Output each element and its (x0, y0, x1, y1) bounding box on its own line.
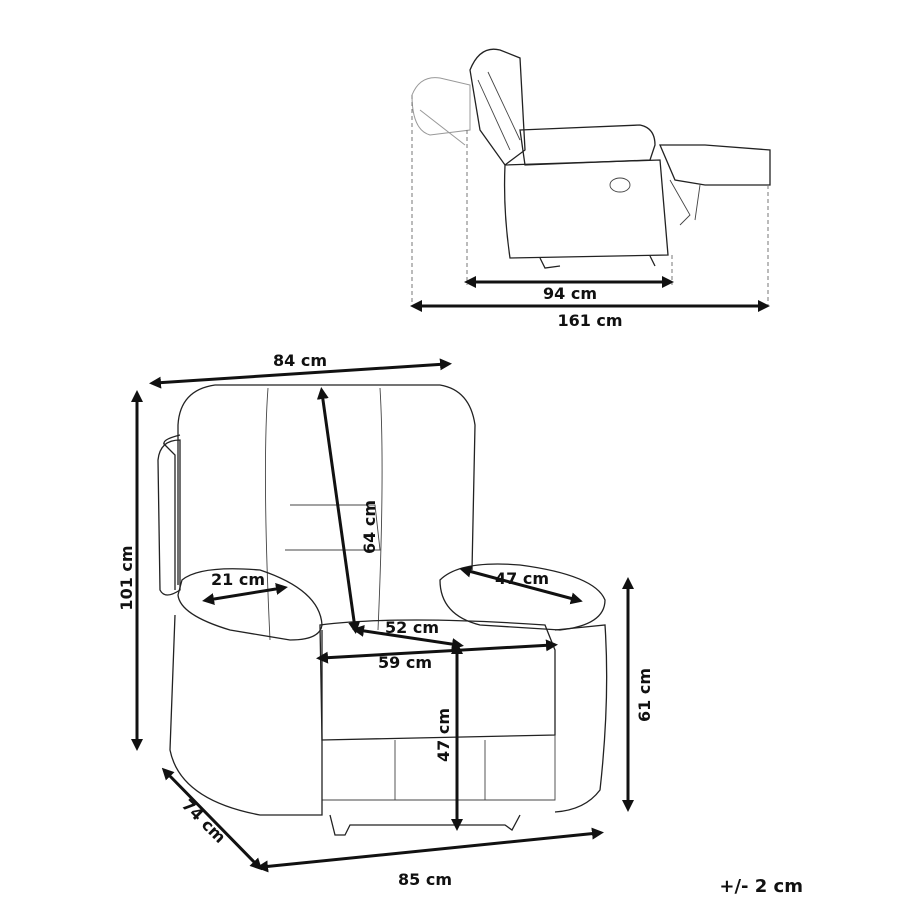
backrest-height-arrow (316, 387, 361, 634)
armrest-width-arrow (202, 583, 288, 605)
armrest-width-label: 21 cm (211, 570, 265, 589)
seat-width-label: 59 cm (378, 653, 432, 672)
backrest-height-label: 64 cm (360, 500, 379, 554)
seat-width-arrow (316, 639, 558, 664)
depth-upright-label: 94 cm (543, 284, 597, 303)
seat-height-label: 47 cm (434, 708, 453, 762)
tolerance-label: +/- 2 cm (719, 876, 803, 897)
width-base-label: 85 cm (398, 870, 452, 889)
armrest-height-label: 61 cm (635, 668, 654, 722)
width-base-arrow (256, 827, 604, 873)
depth-base-arrow (161, 767, 263, 871)
armrest-depth-arrow (459, 565, 583, 605)
armrest-depth-label: 47 cm (495, 569, 549, 588)
seat-depth-label: 52 cm (385, 618, 439, 637)
depth-reclined-label: 161 cm (557, 311, 622, 330)
width-top-arrow (149, 358, 452, 389)
depth-base-label: 74 cm (178, 795, 230, 847)
height-total-label: 101 cm (117, 545, 136, 610)
side-view-drawing (411, 48, 771, 305)
width-top-label: 84 cm (273, 351, 327, 370)
front-view-drawing (157, 384, 608, 836)
